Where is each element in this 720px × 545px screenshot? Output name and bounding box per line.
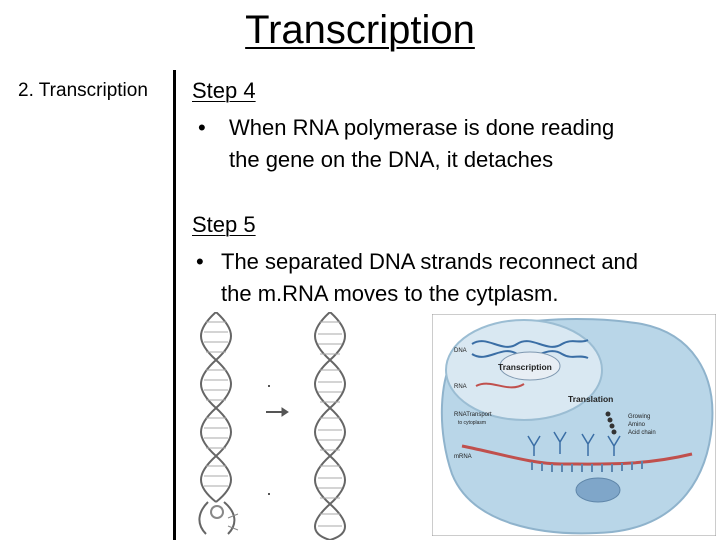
vertical-divider <box>173 70 176 540</box>
cell-diagram-svg: DNA Transcription RNA Translation RNATra… <box>432 314 716 536</box>
step4-heading: Step 4 <box>192 78 256 104</box>
right-dna-helix <box>315 312 345 540</box>
label-growing: Growing <box>628 414 650 420</box>
bullet-dot: • <box>196 246 204 278</box>
bullet-dot: • <box>198 112 206 144</box>
step5-heading: Step 5 <box>192 212 256 238</box>
arrow-icon <box>266 386 288 494</box>
dna-helices-svg <box>198 312 356 540</box>
separated-strands <box>199 502 238 534</box>
label-translation: Translation <box>568 394 613 404</box>
label-rna: RNA <box>454 384 467 390</box>
section-label: 2. Transcription <box>18 80 148 102</box>
label-rna-transport: RNATransport <box>454 412 492 418</box>
label-mrna: mRNA <box>454 454 472 460</box>
step4-bullet: • When RNA polymerase is done reading th… <box>198 112 718 176</box>
label-acid-chain: Acid chain <box>628 430 656 436</box>
step5-bullet: • The separated DNA strands reconnect an… <box>196 246 716 310</box>
label-transcription: Transcription <box>498 362 552 372</box>
slide-title-wrap: Transcription <box>0 8 720 53</box>
label-to-cytoplasm: to cytoplasm <box>458 420 486 426</box>
ribosome <box>576 478 620 502</box>
slide-title: Transcription <box>245 8 475 52</box>
label-dna: DNA <box>454 348 467 354</box>
dna-reconnect-illustration <box>198 312 356 540</box>
step5-line1: The separated DNA strands reconnect and <box>221 246 638 278</box>
label-amino: Amino <box>628 422 646 428</box>
left-dna-helix <box>201 312 231 502</box>
cell-transcription-translation-diagram: DNA Transcription RNA Translation RNATra… <box>432 314 716 536</box>
step4-line2: the gene on the DNA, it detaches <box>229 144 553 176</box>
step5-line2: the m.RNA moves to the cytplasm. <box>221 278 558 310</box>
step4-line1: When RNA polymerase is done reading <box>229 112 614 144</box>
